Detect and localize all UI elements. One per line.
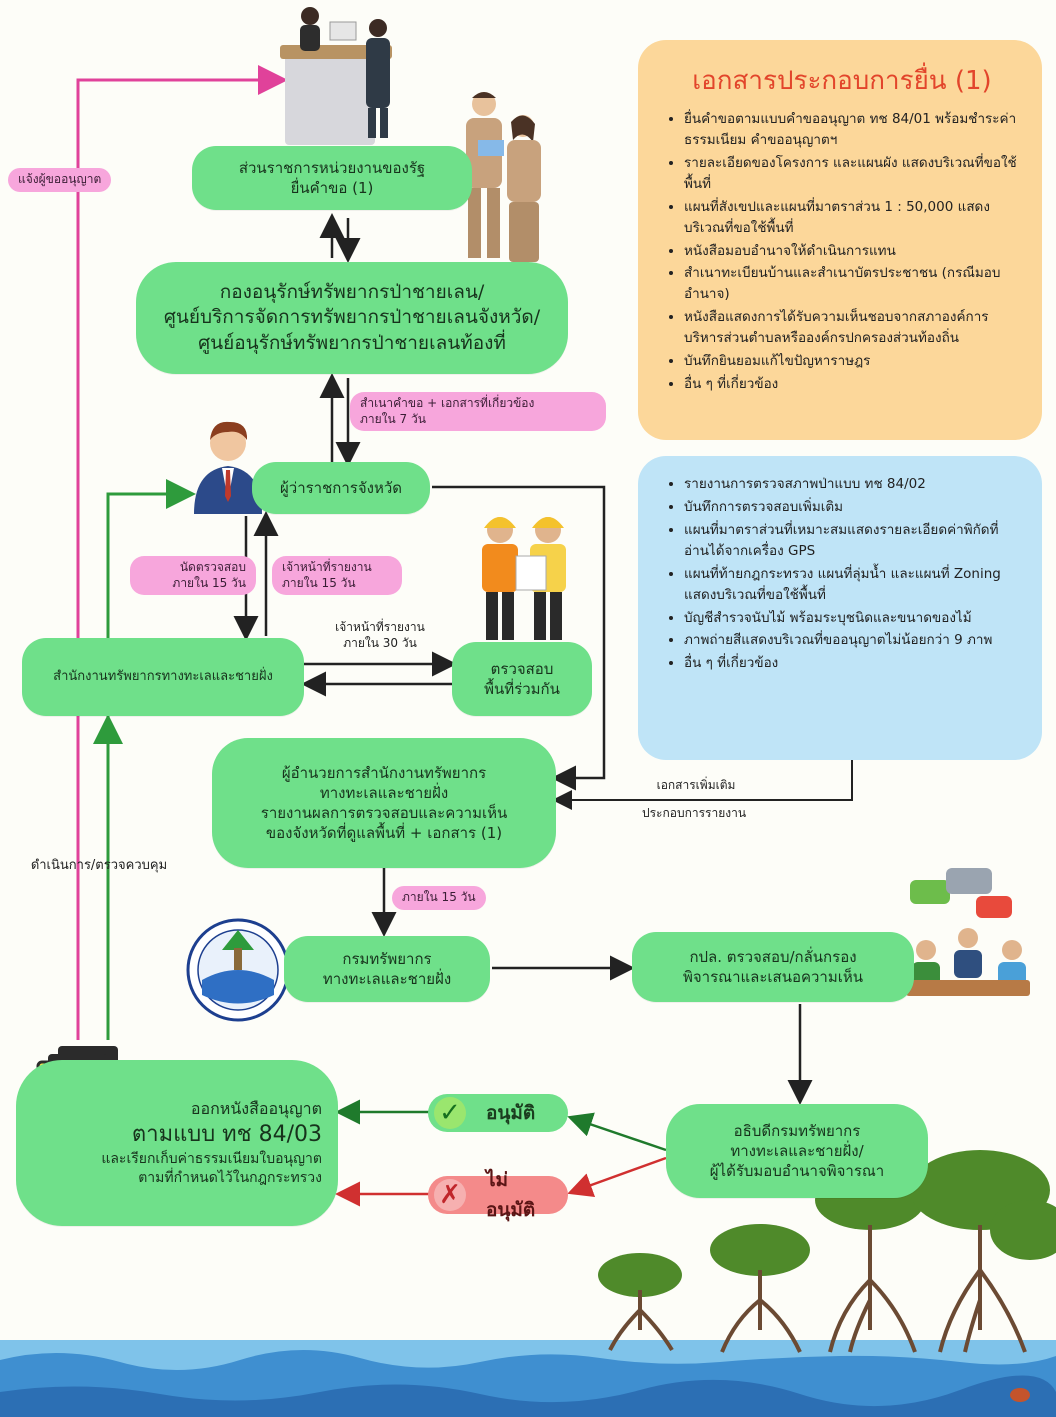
within-15-label: ภายใน 15 วัน (392, 886, 486, 910)
forest-center-line-3: ศูนย์อนุรักษ์ทรัพยากรป่าชายเลนท้องที่ (198, 331, 506, 354)
department-node: กรมทรัพยากร ทางทะเลและชายฝั่ง (284, 936, 490, 1002)
copy-request-label: สำเนาคำขอ + เอกสารที่เกี่ยวข้อง ภายใน 7 … (350, 392, 606, 432)
permit-line-2: ตามแบบ ทช 84/03 (131, 1122, 322, 1148)
additional-docs-text: เอกสารเพิ่มเติม (656, 778, 736, 792)
copy-request-line-2: ภายใน 7 วัน (360, 411, 426, 426)
marine-office-node: สำนักงานทรัพยากรทางทะเลและชายฝั่ง (22, 638, 304, 716)
officer-report-30-label: เจ้าหน้าที่รายงาน ภายใน 30 วัน (312, 620, 448, 651)
approved-text: อนุมัติ (486, 1102, 536, 1124)
joint-inspection-line-2: พื้นที่ร่วมกัน (484, 680, 560, 698)
committee-node: กปล. ตรวจสอบ/กลั่นกรอง พิจารณาและเสนอควา… (632, 932, 914, 1002)
office-director-node: ผู้อำนวยการสำนักงานทรัพยากร ทางทะเลและชา… (212, 738, 556, 868)
forest-center-node: กองอนุรักษ์ทรัพยากรป่าชายเลน/ ศูนย์บริกา… (136, 262, 568, 374)
inspection-docs-list: รายงานการตรวจสภาพป่าแบบ ทช 84/02 บันทึกก… (664, 474, 1020, 674)
check-icon: ✓ (434, 1097, 466, 1129)
officer-report-30-line-2: ภายใน 30 วัน (343, 635, 417, 650)
document-item: บันทึกยินยอมแก้ไขปัญหาราษฎร (684, 351, 1020, 372)
officers-illustration (466, 92, 541, 262)
inspection-doc-item: ภาพถ่ายสีแสดงบริเวณที่ขออนุญาตไม่น้อยกว่… (684, 630, 1020, 651)
operate-control-text: ดำเนินการ/ตรวจควบคุม (30, 858, 168, 873)
within-15-text: ภายใน 15 วัน (402, 890, 476, 904)
document-item: ยื่นคำขอตามแบบคำขออนุญาต ทช 84/01 พร้อมช… (684, 109, 1020, 151)
gov-agency-node: ส่วนราชการหน่วยงานของรัฐ ยื่นคำขอ (1) (192, 146, 472, 210)
officer-report-15-line-2: ภายใน 15 วัน (282, 575, 356, 590)
report-support-label: ประกอบการรายงาน (628, 806, 760, 822)
documents-title: เอกสารประกอบการยื่น (1) (692, 66, 992, 96)
schedule-inspection-line-2: ภายใน 15 วัน (172, 575, 246, 590)
reception-desk-illustration (280, 7, 392, 145)
operate-control-label: ดำเนินการ/ตรวจควบคุม (4, 858, 194, 875)
document-item: แผนที่สังเขปและแผนที่มาตราส่วน 1 : 50,00… (684, 197, 1020, 239)
officer-report-15-line-1: เจ้าหน้าที่รายงาน (282, 560, 372, 574)
director-general-node: อธิบดีกรมทรัพยากร ทางทะเลและชายฝั่ง/ ผู้… (666, 1104, 928, 1198)
gov-agency-line-2: ยื่นคำขอ (1) (290, 179, 374, 197)
governor-node: ผู้ว่าราชการจังหวัด (252, 462, 430, 514)
not-approved-decision: ✗ ไม่อนุมัติ (428, 1169, 568, 1221)
department-seal-icon (186, 918, 290, 1022)
inspection-doc-item: บัญชีสำรวจนับไม้ พร้อมระบุชนิดและขนาดของ… (684, 608, 1020, 629)
documents-box: เอกสารประกอบการยื่น (1) ยื่นคำขอตามแบบคำ… (638, 40, 1042, 440)
marine-office-label: สำนักงานทรัพยากรทางทะเลและชายฝั่ง (53, 669, 273, 685)
governor-label: ผู้ว่าราชการจังหวัด (279, 478, 403, 497)
governor-avatar (194, 421, 262, 514)
inspection-doc-item: แผนที่มาตราส่วนที่เหมาะสมแสดงรายละเอียดค… (684, 520, 1020, 562)
permit-node: ออกหนังสืออนุญาต ตามแบบ ทช 84/03 และเรีย… (16, 1060, 338, 1226)
committee-line-1: กปล. ตรวจสอบ/กลั่นกรอง (689, 947, 857, 966)
director-general-line-3: ผู้ได้รับมอบอำนาจพิจารณา (709, 1162, 885, 1181)
department-line-2: ทางทะเลและชายฝั่ง (322, 970, 452, 988)
gov-agency-line-1: ส่วนราชการหน่วยงานของรัฐ (238, 158, 426, 177)
forest-center-line-1: กองอนุรักษ์ทรัพยากรป่าชายเลน/ (219, 280, 485, 303)
inspection-docs-box: รายงานการตรวจสภาพป่าแบบ ทช 84/02 บันทึกก… (638, 456, 1042, 760)
notify-applicant-label: แจ้งผู้ขออนุญาต (8, 168, 112, 192)
inspection-doc-item: รายงานการตรวจสภาพป่าแบบ ทช 84/02 (684, 474, 1020, 495)
engineers-illustration (482, 517, 566, 640)
copy-request-line-1: สำเนาคำขอ + เอกสารที่เกี่ยวข้อง (360, 396, 535, 410)
office-director-line-4: ของจังหวัดที่ดูแลพื้นที่ + เอกสาร (1) (265, 824, 503, 843)
office-director-line-1: ผู้อำนวยการสำนักงานทรัพยากร (281, 763, 487, 782)
office-director-line-3: รายงานผลการตรวจสอบและความเห็น (260, 804, 508, 822)
schedule-inspection-line-1: นัดตรวจสอบ (179, 560, 246, 574)
office-director-line-2: ทางทะเลและชายฝั่ง (319, 783, 449, 802)
document-item: หนังสือมอบอำนาจให้ดำเนินการแทน (684, 241, 1020, 262)
joint-inspection-node: ตรวจสอบ พื้นที่ร่วมกัน (452, 642, 592, 716)
director-general-line-2: ทางทะเลและชายฝั่ง/ (730, 1141, 864, 1160)
officer-report-15-label: เจ้าหน้าที่รายงาน ภายใน 15 วัน (272, 556, 402, 596)
documents-list: ยื่นคำขอตามแบบคำขออนุญาต ทช 84/01 พร้อมช… (664, 109, 1020, 395)
inspection-doc-item: แผนที่ท้ายกฎกระทรวง แผนที่ลุ่มน้ำ และแผน… (684, 564, 1020, 606)
document-item: สำเนาทะเบียนบ้านและสำเนาบัตรประชาชน (กรณ… (684, 263, 1020, 305)
notify-applicant-text: แจ้งผู้ขออนุญาต (18, 172, 102, 186)
director-general-line-1: อธิบดีกรมทรัพยากร (733, 1121, 861, 1140)
meeting-illustration (906, 868, 1030, 996)
joint-inspection-line-1: ตรวจสอบ (490, 659, 554, 678)
inspection-doc-item: บันทึกการตรวจสอบเพิ่มเติม (684, 497, 1020, 518)
approved-decision: ✓ อนุมัติ (428, 1094, 568, 1132)
report-support-text: ประกอบการรายงาน (641, 806, 747, 820)
department-line-1: กรมทรัพยากร (342, 949, 432, 968)
schedule-inspection-label: นัดตรวจสอบ ภายใน 15 วัน (130, 556, 256, 596)
document-item: อื่น ๆ ที่เกี่ยวข้อง (684, 374, 1020, 395)
permit-line-3: และเรียกเก็บค่าธรรมเนียมใบอนุญาต (101, 1150, 322, 1167)
permit-line-4: ตามที่กำหนดไว้ในกฎกระทรวง (138, 1169, 322, 1186)
document-item: หนังสือแสดงการได้รับความเห็นชอบจากสภาองค… (684, 307, 1020, 349)
document-item: รายละเอียดของโครงการ และแผนผัง แสดงบริเว… (684, 153, 1020, 195)
officer-report-30-line-1: เจ้าหน้าที่รายงาน (335, 620, 425, 634)
permit-line-1: ออกหนังสืออนุญาต (190, 1099, 322, 1119)
not-approved-text: ไม่อนุมัติ (486, 1169, 536, 1221)
crab-icon (1010, 1388, 1030, 1402)
additional-docs-label: เอกสารเพิ่มเติม (640, 778, 752, 794)
cross-icon: ✗ (434, 1179, 466, 1211)
inspection-doc-item: อื่น ๆ ที่เกี่ยวข้อง (684, 653, 1020, 674)
forest-center-line-2: ศูนย์บริการจัดการทรัพยากรป่าชายเลนจังหวั… (163, 306, 541, 329)
committee-line-2: พิจารณาและเสนอความเห็น (683, 968, 863, 986)
